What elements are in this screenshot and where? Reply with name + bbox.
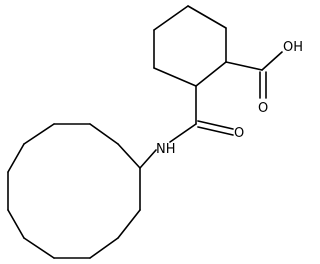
bond: [195, 61, 227, 87]
bond: [261, 51, 283, 71]
bond: [7, 143, 25, 173]
cyclohexane-ring: [153, 5, 227, 87]
double-bond-line: [197, 126, 234, 136]
bond: [23, 237, 55, 259]
acid-oxygen-label: O: [258, 101, 268, 116]
bond: [187, 5, 227, 29]
bond: [7, 209, 25, 239]
bond: [153, 5, 189, 31]
bond: [225, 61, 263, 71]
amide-oxygen-label: O: [234, 126, 244, 141]
amide-nitrogen-label: NH: [156, 142, 176, 157]
bond: [89, 123, 119, 145]
bond: [139, 149, 157, 169]
carboxylic-acid-group: OH O: [225, 40, 303, 116]
bond: [153, 67, 197, 87]
bond: [23, 123, 55, 145]
bond: [117, 143, 141, 169]
hydroxyl-label: OH: [283, 40, 303, 55]
double-bond-line: [197, 120, 234, 130]
cyclododecane-ring: [7, 123, 141, 259]
chemical-structure: OH O O NH: [7, 5, 303, 259]
bond: [117, 209, 141, 239]
amide-group: O NH: [139, 85, 244, 169]
bond: [169, 123, 197, 143]
bond: [89, 237, 119, 259]
